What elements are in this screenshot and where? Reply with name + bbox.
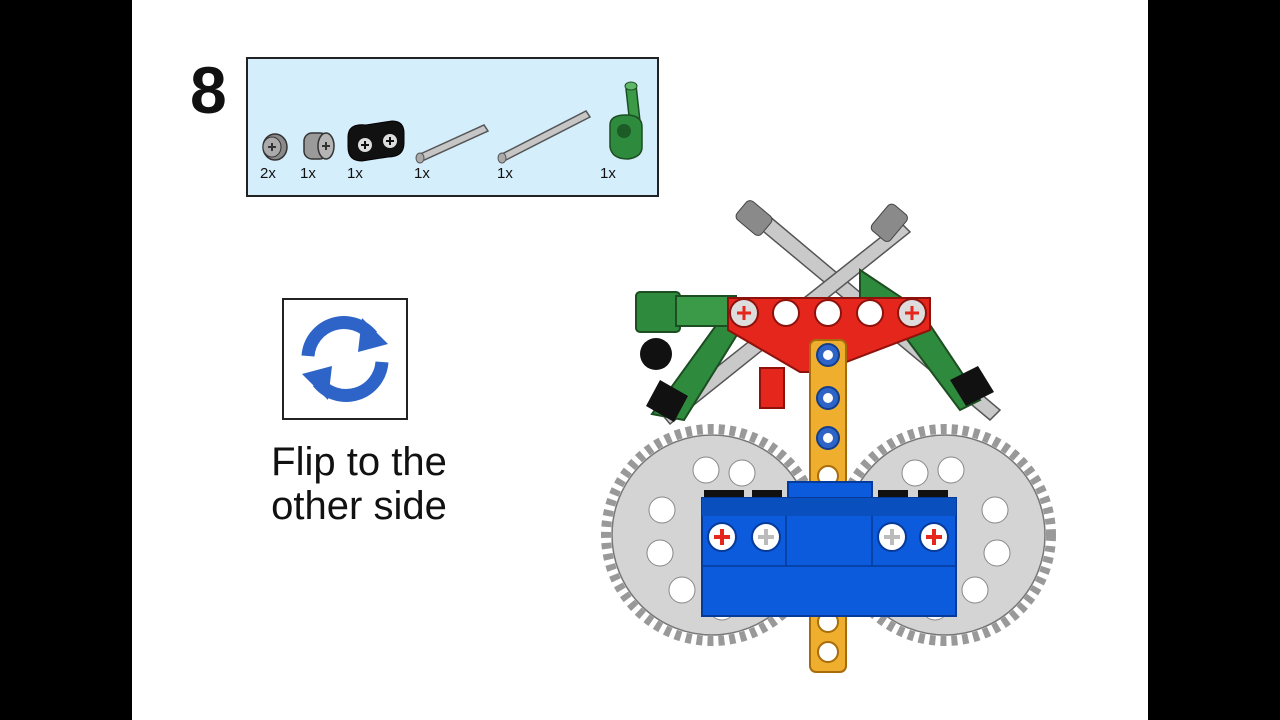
axle-short-icon <box>415 124 490 164</box>
angle-connector-icon <box>609 81 643 160</box>
step-number: 8 <box>190 53 227 127</box>
instruction-line-1: Flip to the <box>271 440 447 484</box>
part-qty: 1x <box>497 165 513 182</box>
part-qty: 1x <box>300 165 316 182</box>
blue-brick <box>701 481 957 617</box>
beam-pins <box>809 339 847 491</box>
part-qty: 1x <box>347 165 363 182</box>
flip-rotate-icon <box>301 316 389 402</box>
part-qty: 2x <box>260 165 276 182</box>
bush-icon <box>262 133 288 161</box>
instruction-line-2: other side <box>271 484 447 528</box>
parts-illustration <box>262 81 643 164</box>
axle-long-icon <box>497 110 592 164</box>
part-qty: 1x <box>414 165 430 182</box>
flip-instruction-text: Flip to the other side <box>230 440 488 528</box>
green-connectors <box>635 268 994 422</box>
red-liftarm <box>727 297 931 409</box>
flip-instruction-box <box>282 298 408 420</box>
half-bush-icon <box>303 132 335 160</box>
cross-connector-icon <box>347 120 405 162</box>
part-qty: 1x <box>600 165 616 182</box>
parts-list: 2x 1x 1x 1x 1x 1x <box>246 57 659 197</box>
